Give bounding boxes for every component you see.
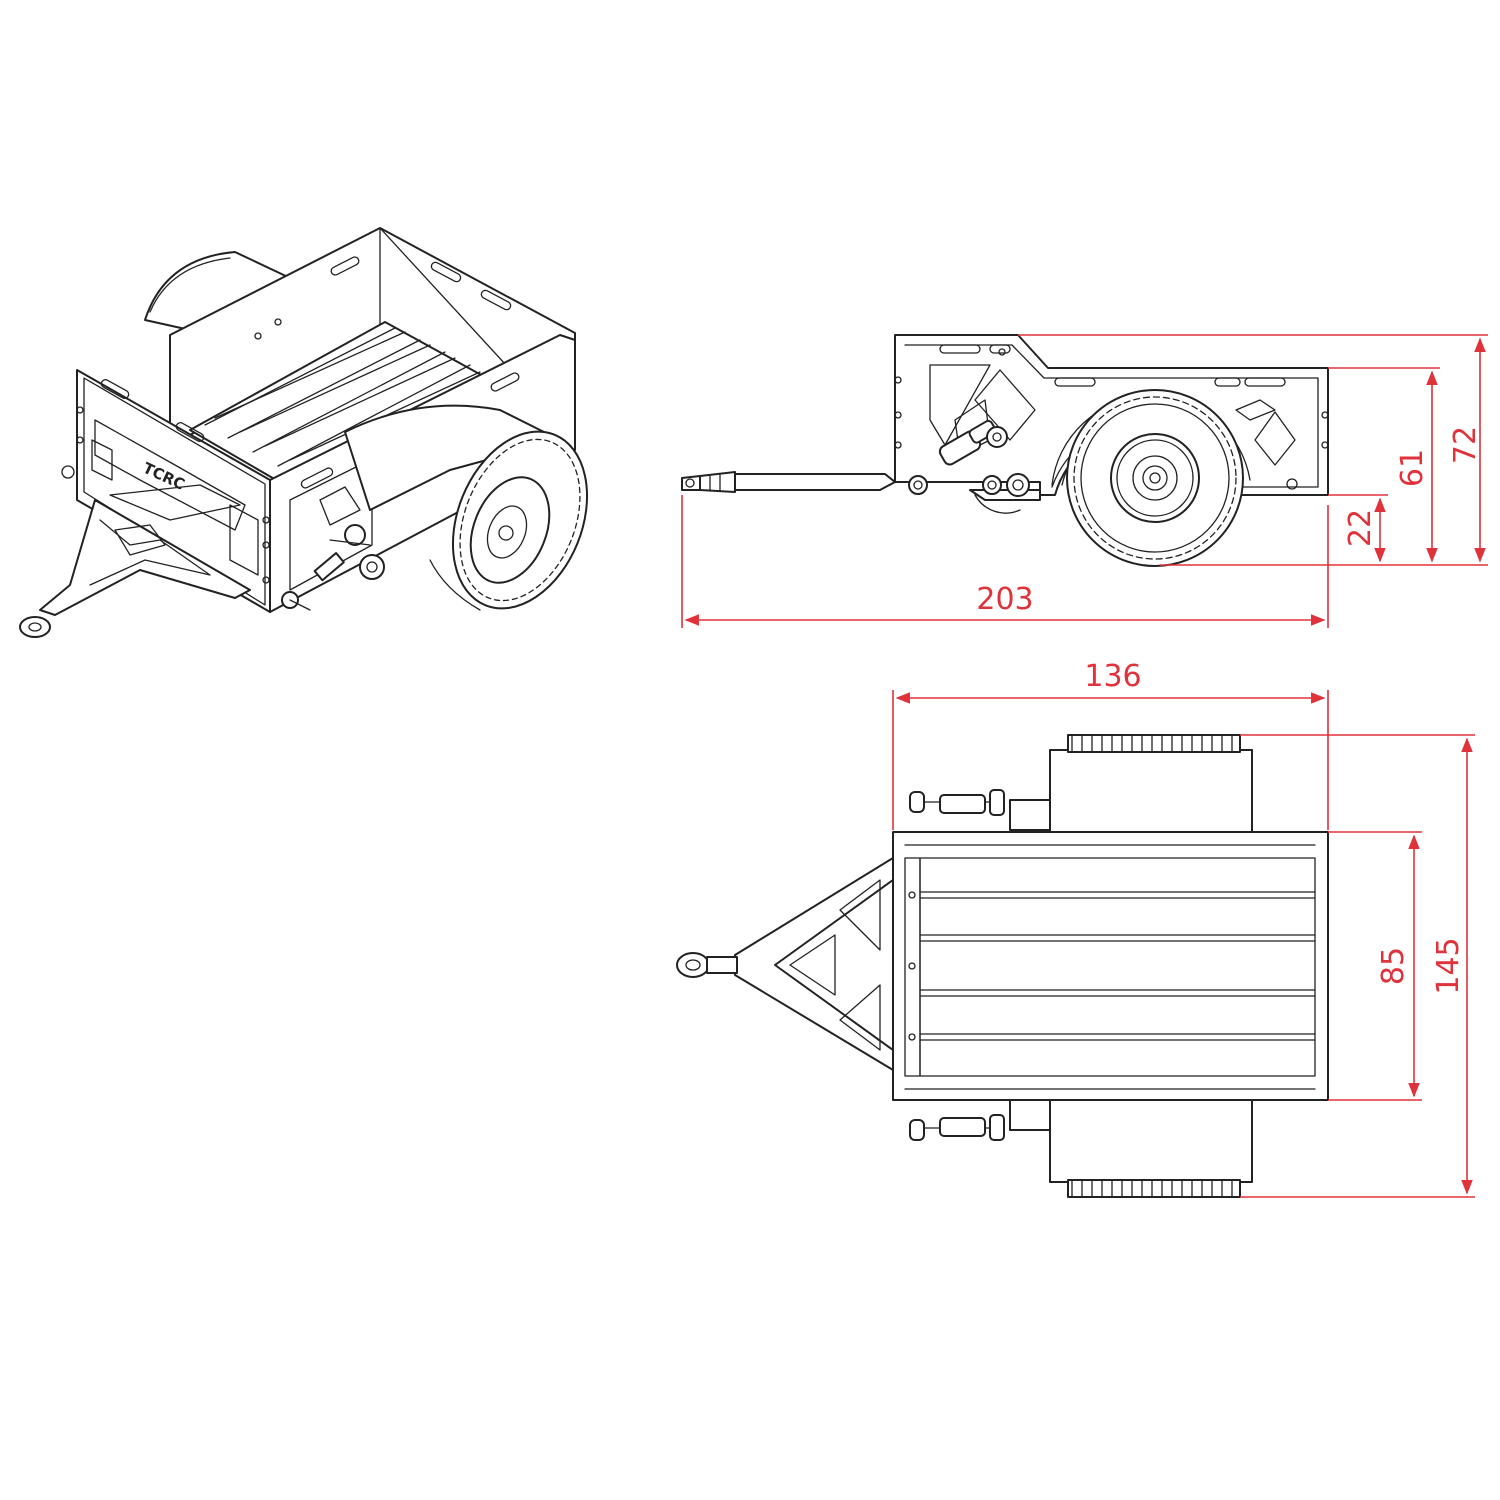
side-wheel	[1066, 389, 1244, 567]
top-suspension	[909, 789, 1051, 1141]
top-wheels	[1049, 734, 1253, 1198]
dim-label-side-height-total: 72	[1448, 426, 1483, 464]
dim-label-top-width-bed: 85	[1376, 947, 1411, 985]
iso-suspension	[281, 524, 385, 611]
iso-front-wall: TCRC	[76, 369, 271, 613]
isometric-view: TCRC	[19, 227, 589, 638]
dim-label-side-height-bed: 61	[1395, 449, 1430, 487]
iso-wheel	[429, 430, 589, 611]
side-view	[681, 334, 1329, 567]
dimensions: 203 72 61 22 136 145 85	[681, 334, 1488, 1198]
dim-label-top-width-body: 136	[1084, 659, 1141, 694]
iso-drawbar	[19, 465, 251, 638]
dim-label-side-length: 203	[976, 582, 1033, 617]
top-drawbar	[676, 857, 894, 1071]
iso-back-drum	[144, 251, 291, 331]
dim-label-ground-clearance: 22	[1343, 509, 1378, 547]
side-drawbar	[681, 471, 896, 493]
dim-label-top-width-total: 145	[1431, 937, 1466, 994]
side-suspension	[908, 419, 1041, 514]
top-view	[676, 734, 1329, 1198]
top-bed	[892, 831, 1329, 1101]
